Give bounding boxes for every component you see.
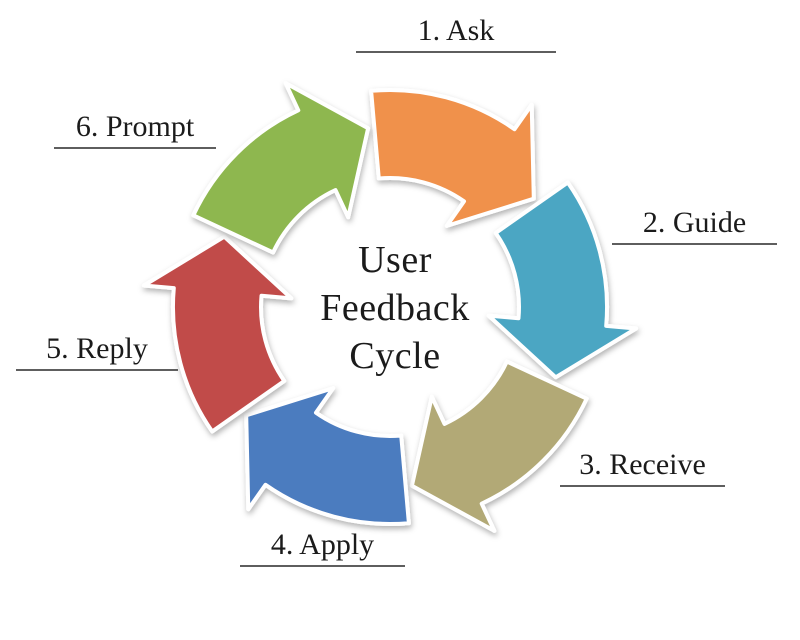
label-step-ask-text: 1. Ask	[417, 14, 495, 47]
label-step-reply-text: 5. Reply	[46, 332, 148, 365]
label-step-prompt-text: 6. Prompt	[75, 110, 195, 143]
cycle-arrows	[141, 81, 639, 533]
arrow-apply	[244, 386, 411, 526]
label-step-prompt: 6. Prompt	[54, 110, 216, 149]
label-step-receive-text: 3. Receive	[579, 448, 706, 481]
arrow-reply	[141, 234, 294, 434]
label-step-apply-text: 4. Apply	[270, 528, 375, 561]
label-step-guide: 2. Guide	[612, 206, 777, 245]
title-line-3: Cycle	[349, 335, 441, 377]
arrow-guide	[486, 180, 639, 380]
arrow-prompt	[191, 81, 371, 255]
title-line-1: User	[358, 239, 432, 281]
diagram-title: User Feedback Cycle	[270, 236, 520, 380]
label-step-guide-text: 2. Guide	[642, 206, 747, 239]
label-step-reply: 5. Reply	[16, 332, 178, 371]
arrow-ask	[369, 88, 536, 228]
label-step-receive: 3. Receive	[560, 448, 725, 487]
label-step-ask: 1. Ask	[356, 14, 556, 53]
arrow-receive	[409, 359, 589, 533]
title-line-2: Feedback	[320, 287, 470, 329]
label-step-apply: 4. Apply	[240, 528, 405, 567]
